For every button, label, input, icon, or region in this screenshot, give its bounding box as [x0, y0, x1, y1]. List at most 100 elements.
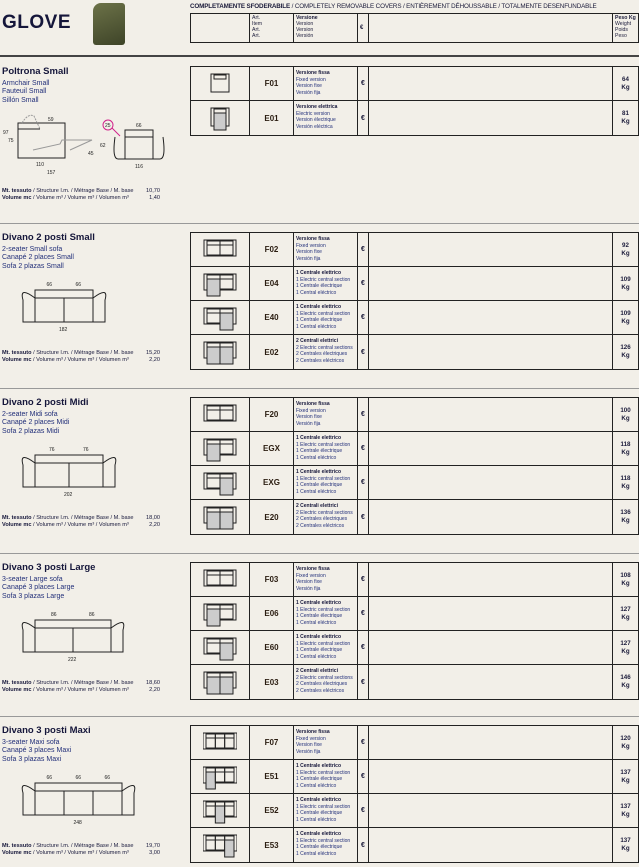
v: 1 Centrale elettrico: [296, 469, 342, 475]
fabric-volume-info: Mt. tessuto / Structure l.m. / Métrage B…: [2, 188, 160, 202]
euro-sign: €: [358, 101, 369, 135]
article-code: EXG: [250, 466, 294, 499]
article-code: E51: [250, 760, 294, 793]
v: Versione fissa: [296, 236, 330, 242]
v: 1 Centrale électrique: [296, 283, 343, 290]
weight-value: 120: [620, 735, 631, 742]
euro-sign: €: [358, 233, 369, 266]
v: 1 Electric central section: [296, 606, 351, 613]
mt-label-rest: / Structure l.m. / Métrage Base / M. bas…: [31, 350, 134, 356]
v: Version fixe: [296, 249, 322, 256]
v: Fixed version: [296, 407, 326, 414]
armchair-electric-icon: [191, 101, 250, 135]
armchair-fixed-icon: [191, 67, 250, 100]
sofa3-electric-right-icon: [191, 828, 250, 862]
v: Versione fissa: [296, 729, 330, 735]
dim-depth: 110: [36, 162, 44, 168]
v: Versione fissa: [296, 566, 330, 572]
article-code: E04: [250, 267, 294, 300]
price-cell: [369, 67, 613, 100]
volume: 1,40: [149, 195, 160, 201]
v: 1 Electric central section: [296, 640, 351, 647]
translation: 2-seater Midi sofa: [2, 411, 58, 418]
price-cell: [369, 233, 613, 266]
dim-seat-width: 66: [47, 775, 53, 781]
volume: 2,20: [149, 357, 160, 363]
v: 1 Centrale électrique: [296, 647, 343, 654]
v: Versión fija: [296, 255, 321, 262]
dim-total-width: 182: [59, 327, 68, 333]
article-code: E01: [250, 101, 294, 135]
weight-unit: Kg: [621, 580, 630, 587]
weight-value: 64: [622, 76, 629, 83]
sofa2-electric-left-icon: [191, 597, 250, 630]
mt-label: Mt. tessuto: [2, 680, 32, 686]
h: Art.: [252, 27, 261, 33]
article-code: E02: [250, 335, 294, 369]
article-code: E03: [250, 665, 294, 699]
v: 2 Centrales eléctricos: [296, 357, 345, 364]
weight-value: 118: [620, 441, 631, 448]
h: Art.: [252, 15, 261, 21]
divider: [0, 553, 639, 554]
euro-sign: €: [358, 760, 369, 793]
weight-unit: Kg: [621, 318, 630, 325]
price-cell: [369, 828, 613, 862]
weight-unit: Kg: [621, 614, 630, 621]
weight-unit: Kg: [621, 811, 630, 818]
sofa2-electric-right-icon: [191, 631, 250, 664]
v: 1 Centrale électrique: [296, 448, 343, 455]
price-cell: [369, 432, 613, 465]
weight-value: 118: [620, 475, 631, 482]
article-code: F07: [250, 726, 294, 759]
weight-unit: Kg: [621, 517, 630, 524]
v: Electric version: [296, 110, 330, 117]
product-title: Poltrona Small: [2, 66, 69, 77]
dim-seat-width: 66: [76, 775, 82, 781]
v: 1 Centrale électrique: [296, 776, 343, 783]
product-title: Divano 2 posti Small: [2, 232, 95, 243]
vol-label: Volume mc: [2, 357, 32, 363]
euro-sign: €: [358, 267, 369, 300]
weight-unit: Kg: [621, 250, 630, 257]
fabric-volume-info: Mt. tessuto / Structure l.m. / Métrage B…: [2, 515, 160, 529]
headline-bold: COMPLETAMENTE SFODERABILE: [190, 3, 291, 10]
translation: Canapé 3 places Maxi: [2, 747, 72, 755]
headline-rest: / COMPLETELY REMOVABLE COVERS / ENTIÈREM…: [290, 3, 597, 10]
v: Version fixe: [296, 83, 322, 90]
weight-value: 126: [620, 344, 631, 351]
translation: Sofa 2 plazas Midi: [2, 427, 60, 435]
h: Version: [296, 27, 314, 33]
weight-value: 92: [622, 242, 629, 249]
v: 1 Electric central section: [296, 803, 351, 810]
price-cell: [369, 267, 613, 300]
weight-unit: Kg: [621, 284, 630, 291]
v: 1 Central eléctrico: [296, 323, 337, 330]
v: 1 Centrale électrique: [296, 810, 343, 817]
v: 1 Centrale elettrico: [296, 270, 342, 276]
v: 1 Central eléctrico: [296, 850, 337, 857]
v: Version électrique: [296, 117, 336, 124]
v: 1 Centrale elettrico: [296, 304, 342, 310]
article-code: F20: [250, 398, 294, 431]
